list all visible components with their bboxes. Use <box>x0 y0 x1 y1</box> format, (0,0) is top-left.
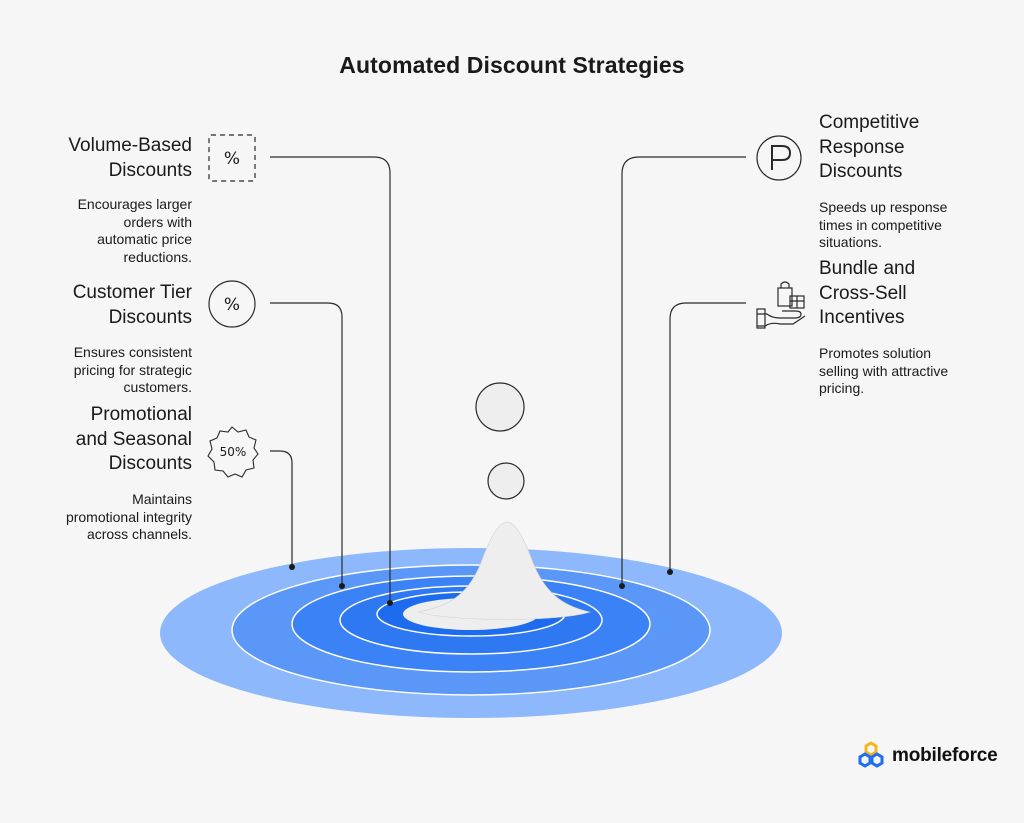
title-line: Cross-Sell <box>819 282 907 304</box>
connector-dot-customer-tier <box>339 583 345 589</box>
connector-dot-competitive <box>619 583 625 589</box>
desc-line: times in competitive <box>819 216 942 233</box>
desc-line: pricing. <box>819 380 865 396</box>
connector-dot-promotional <box>289 564 295 570</box>
title-line: Competitive <box>819 112 920 133</box>
desc-line: across channels. <box>86 526 192 542</box>
connector-competitive <box>621 156 746 585</box>
title-line: Response <box>819 136 905 158</box>
desc-line: automatic price <box>97 231 192 247</box>
title-line: Bundle and <box>819 258 916 279</box>
title-line: Discounts <box>108 453 192 474</box>
percent-dashed-square-icon: % <box>208 134 256 182</box>
desc-line: customers. <box>123 379 192 395</box>
desc-line: pricing for strategic <box>73 361 192 378</box>
title-line: Customer Tier <box>72 282 192 303</box>
logo-text: mobileforce <box>892 745 998 766</box>
mobileforce-logo-icon <box>858 741 884 768</box>
title-line: Discounts <box>108 159 192 181</box>
connector-volume <box>270 156 391 601</box>
strategy-promotional-desc: Maintains promotional integrity across c… <box>66 491 192 544</box>
desc-line: Speeds up response <box>819 199 948 215</box>
splash-spike <box>417 521 592 620</box>
title-line: Promotional <box>90 404 192 425</box>
strategy-promotional-title: Promotional and Seasonal Discounts <box>76 403 192 477</box>
desc-line: Maintains <box>132 491 192 507</box>
hand-shopping-gift-icon <box>756 281 806 329</box>
strategy-customer-tier-desc: Ensures consistent pricing for strategic… <box>74 344 192 397</box>
desc-line: reductions. <box>123 248 192 265</box>
strategy-competitive-desc: Speeds up response times in competitive … <box>819 199 947 252</box>
title-line: Volume-Based <box>68 135 192 156</box>
strategy-volume-title: Volume-Based Discounts <box>68 134 192 183</box>
desc-line: selling with attractive <box>819 362 949 379</box>
droplet-small <box>487 462 525 500</box>
percent-circle-icon: % <box>208 280 256 328</box>
connector-promotional <box>270 450 293 566</box>
strategy-bundle-title: Bundle and Cross-Sell Incentives <box>819 257 915 331</box>
svg-text:%: % <box>224 295 240 315</box>
desc-line: Encourages larger <box>77 196 192 212</box>
title-line: Incentives <box>819 307 905 328</box>
strategy-customer-tier-title: Customer Tier Discounts <box>73 281 192 330</box>
badge-label: 50% <box>220 445 247 459</box>
p-circle-icon <box>756 135 802 181</box>
desc-line: orders with <box>123 213 192 230</box>
strategy-competitive-title: Competitive Response Discounts <box>819 111 919 185</box>
connector-bundle <box>669 302 746 571</box>
desc-line: situations. <box>819 234 883 250</box>
droplet-large <box>475 382 525 432</box>
connector-dot-volume <box>387 600 393 606</box>
strategy-bundle-desc: Promotes solution selling with attractiv… <box>819 345 948 398</box>
strategy-volume-desc: Encourages larger orders with automatic … <box>78 196 192 266</box>
desc-line: promotional integrity <box>65 508 192 525</box>
fifty-percent-badge-icon: 50% <box>207 426 259 478</box>
svg-text:%: % <box>224 149 240 169</box>
desc-line: Ensures consistent <box>73 344 192 360</box>
page-title: Automated Discount Strategies <box>339 52 685 78</box>
title-line: and Seasonal <box>75 428 192 450</box>
brand-logo: mobileforce <box>856 740 998 772</box>
desc-line: Promotes solution <box>819 345 932 361</box>
connector-customer-tier <box>270 302 343 585</box>
title-line: Discounts <box>108 306 192 328</box>
title-line: Discounts <box>819 161 903 182</box>
connector-dot-bundle <box>667 569 673 575</box>
